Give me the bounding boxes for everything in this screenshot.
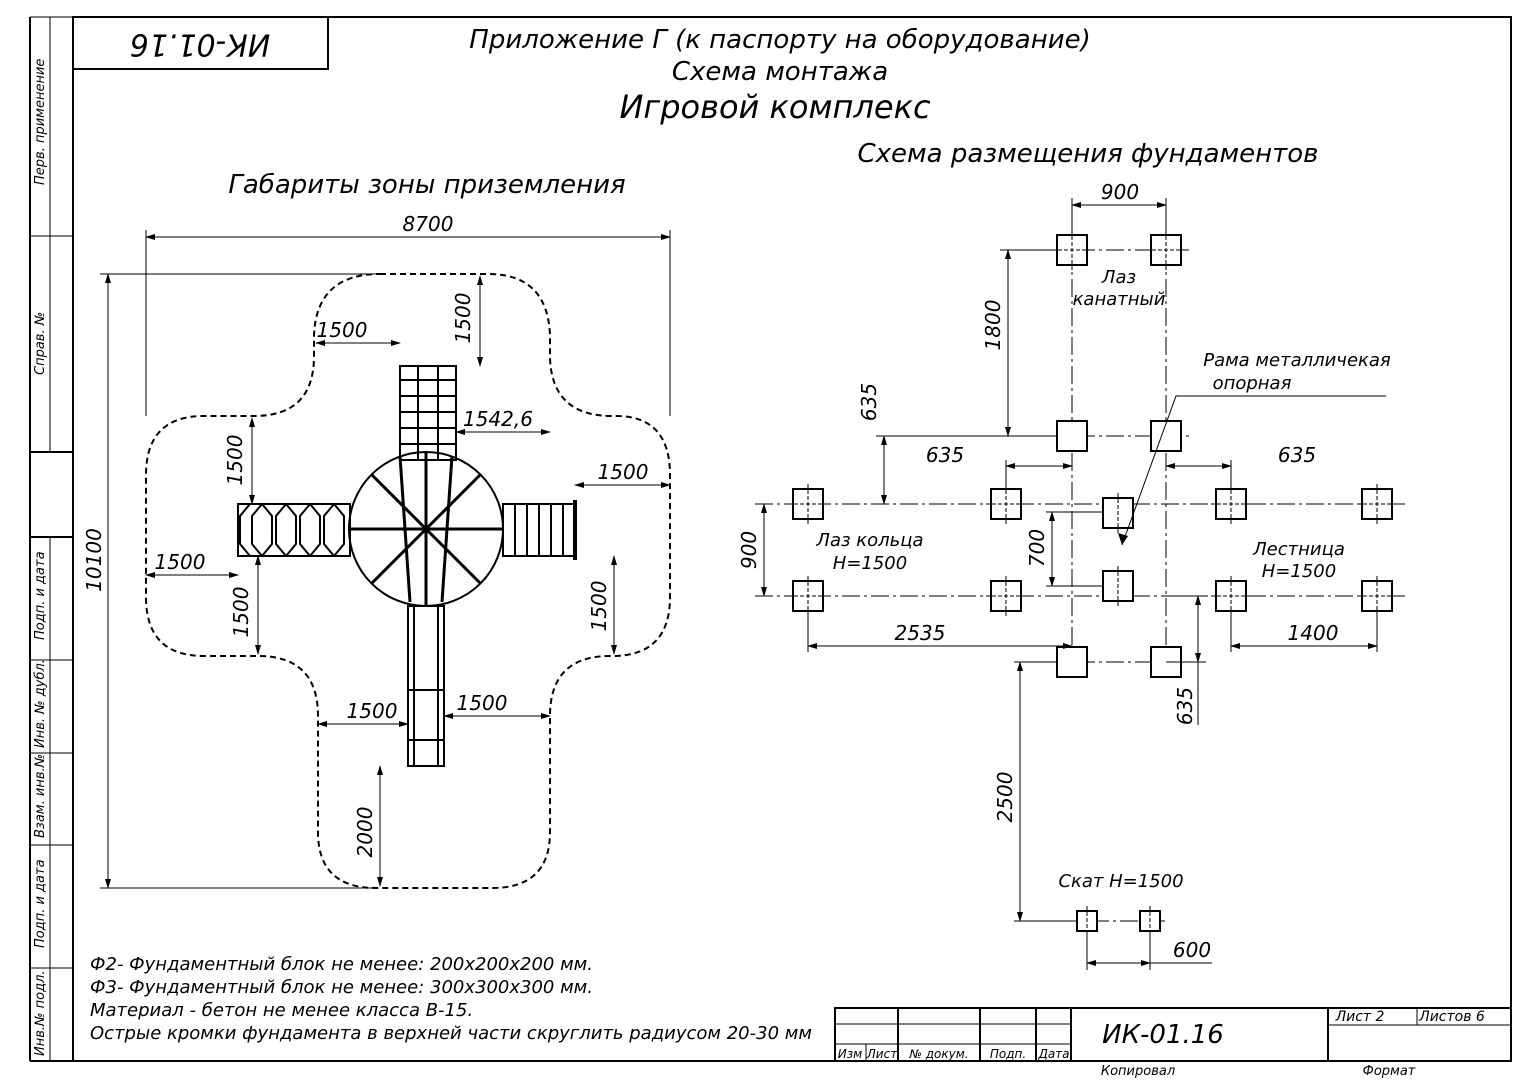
left-dimension-labels: 8700 10100 1500 1500 1542,6 1500 1500 15…	[82, 212, 648, 857]
label-ladder-2: Н=1500	[1262, 561, 1336, 582]
dim-600: 600	[1173, 938, 1211, 962]
dim-1500-left-upper: 1500	[223, 435, 247, 486]
col-list: Лист	[866, 1047, 898, 1061]
label-ladder-1: Лестница	[1252, 539, 1345, 560]
dim-1400: 1400	[1288, 621, 1339, 645]
title-block-designation: ИК-01.16	[1102, 1020, 1224, 1050]
notes: Ф2- Фундаментный блок не менее: 200х200х…	[90, 954, 812, 1044]
dim-1500-left: 1500	[155, 550, 206, 574]
label-rope-1: Лаз	[1101, 267, 1136, 288]
dim-635-vertical: 635	[857, 383, 881, 421]
col-izm: Изм	[838, 1047, 862, 1061]
dim-1500-bottom-left: 1500	[347, 699, 398, 723]
dim-635-bottom: 635	[1173, 687, 1197, 725]
sheet-frame	[29, 16, 1512, 1062]
col-sign: Подп.	[990, 1047, 1026, 1061]
title-block-text: ИК-01.16 Лист 2 Листов 6 Изм Лист № доку…	[838, 1009, 1485, 1079]
left-dimension-lines	[100, 230, 671, 889]
margin-label-perv: Перв. применение	[33, 59, 48, 185]
left-heading: Габариты зоны приземления	[228, 170, 625, 200]
top-stamp-designation: ИК-01.16	[130, 27, 270, 62]
dim-1800: 1800	[981, 300, 1005, 351]
title-block-sheet: Лист 2	[1335, 1009, 1385, 1025]
dim-635-left: 635	[926, 443, 964, 467]
dim-1500-top-right: 1500	[451, 293, 475, 344]
note-1: Ф2- Фундаментный блок не менее: 200х200х…	[90, 954, 593, 975]
label-rope-2: канатный	[1073, 289, 1166, 310]
title-line-2: Схема монтажа	[672, 57, 888, 87]
landing-zone-outline	[145, 273, 671, 889]
dim-1500-right: 1500	[598, 460, 649, 484]
dim-1500-left-lower: 1500	[229, 587, 253, 638]
dim-1500-bottom-right: 1500	[457, 691, 508, 715]
title-block	[834, 1007, 1512, 1062]
dim-900-top: 900	[1101, 180, 1139, 204]
title-line-1: Приложение Г (к паспорту на оборудование…	[469, 25, 1090, 55]
dim-1500-right-lower: 1500	[587, 581, 611, 632]
dim-1500-top-left: 1500	[317, 318, 368, 342]
label-frame-1: Рама металличекая	[1203, 350, 1391, 371]
title-block-sheets: Листов 6	[1418, 1009, 1485, 1025]
dim-900-left: 900	[737, 531, 761, 569]
dim-8700: 8700	[403, 212, 454, 236]
right-dimension-labels: 900 1800 635 635 635 900 700 2535 1400 6…	[737, 180, 1338, 962]
margin-label-vzam: Взам. инв.№	[33, 754, 48, 838]
play-complex	[237, 365, 577, 767]
copied-label: Копировал	[1101, 1064, 1175, 1079]
label-ring-1: Лаз кольца	[815, 530, 923, 551]
right-item-labels: Лаз канатный Рама металличекая опорная Л…	[815, 267, 1391, 892]
dim-10100: 10100	[82, 528, 106, 592]
foundation-blocks	[792, 234, 1393, 932]
frame-leader-arrow	[1118, 533, 1128, 545]
dim-2500: 2500	[993, 772, 1017, 823]
label-ring-2: Н=1500	[833, 553, 907, 574]
right-dimension-lines	[761, 198, 1386, 970]
right-heading: Схема размещения фундаментов	[857, 139, 1318, 169]
format-label: Формат	[1363, 1064, 1416, 1079]
dim-635-right: 635	[1278, 443, 1316, 467]
dim-700: 700	[1025, 529, 1049, 567]
title-line-3: Игровой комплекс	[619, 88, 930, 126]
margin-label-podp-2: Подп. и дата	[33, 859, 48, 948]
dim-2535: 2535	[895, 621, 946, 645]
label-frame-2: опорная	[1213, 373, 1292, 394]
block-center-marks	[788, 230, 1397, 936]
note-4: Острые кромки фундамента в верхней части…	[90, 1023, 812, 1044]
dim-2000: 2000	[353, 807, 377, 858]
col-doc: № докум.	[908, 1047, 968, 1061]
margin-label-inv-podl: Инв.№ подл.	[33, 970, 48, 1056]
note-3: Материал - бетон не менее класса В-15.	[90, 1000, 473, 1021]
col-date: Дата	[1037, 1047, 1069, 1061]
margin-label-podp-1: Подп. и дата	[33, 551, 48, 640]
dim-1542-6: 1542,6	[463, 407, 533, 431]
label-slide: Скат Н=1500	[1058, 871, 1183, 892]
margin-label-inv-dubl: Инв. № дубл.	[33, 659, 48, 748]
note-2: Ф3- Фундаментный блок не менее: 300х300х…	[90, 977, 593, 998]
side-margin-labels: Перв. применение Справ. № Подп. и дата И…	[33, 59, 48, 1056]
margin-label-sprav: Справ. №	[33, 312, 48, 375]
